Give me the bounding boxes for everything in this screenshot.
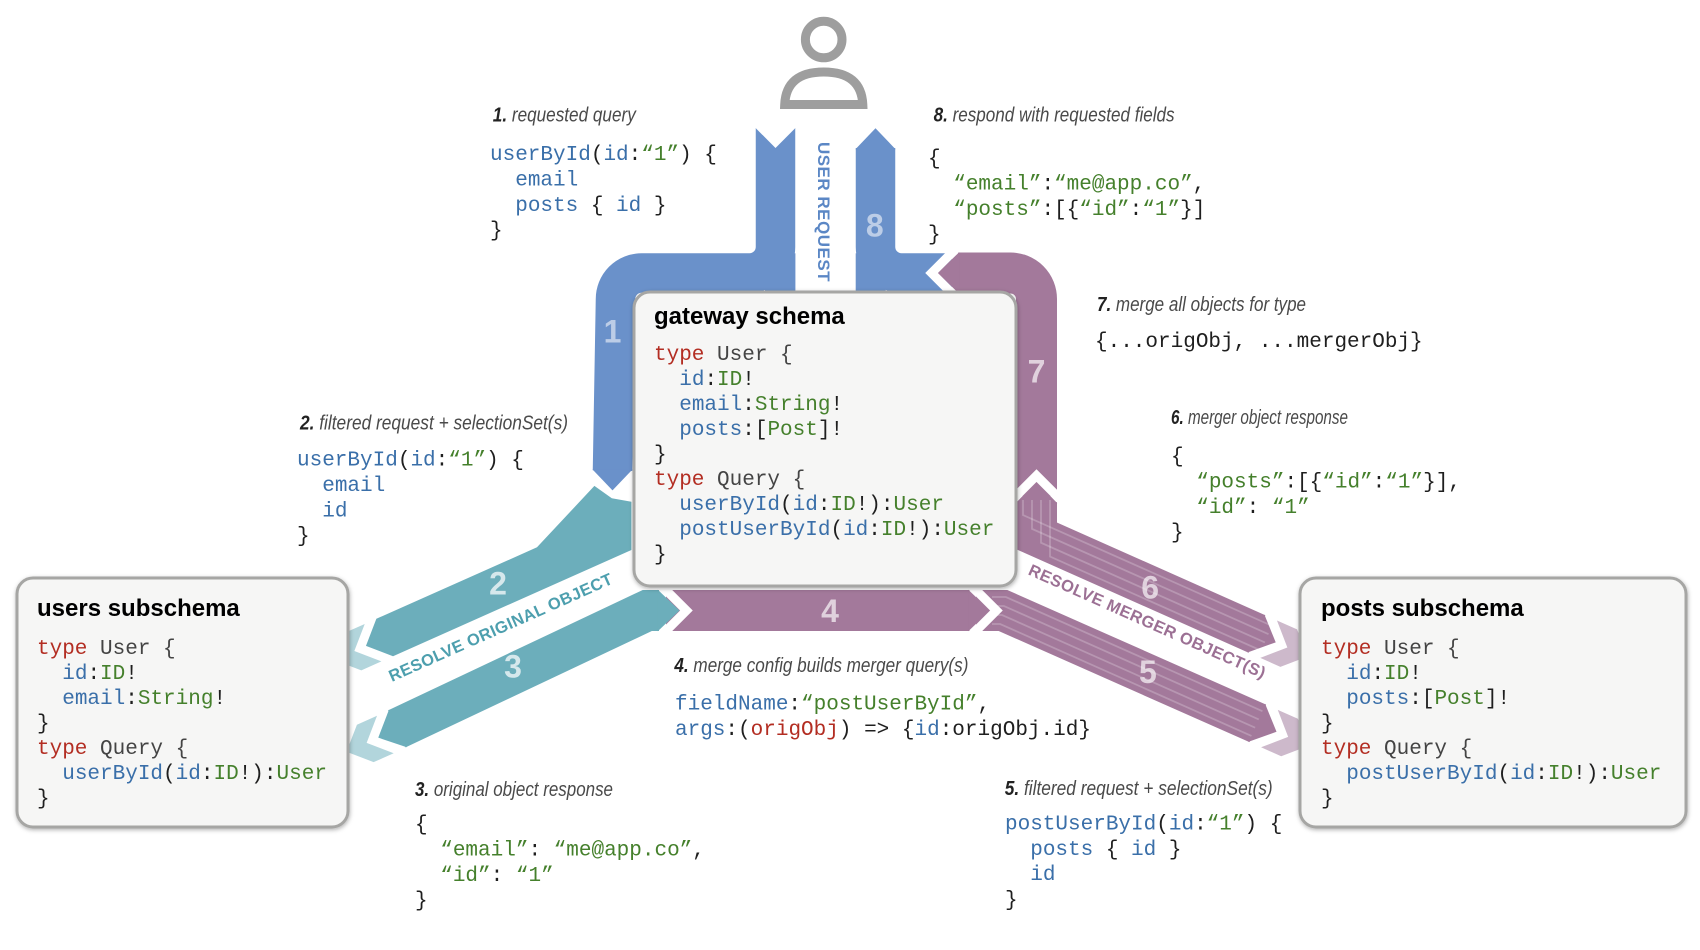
svg-text:args:(origObj) => {id:origObj.: args:(origObj) => {id:origObj.id} <box>675 719 1091 742</box>
svg-text:gateway schema: gateway schema <box>654 303 845 330</box>
svg-text:}: } <box>415 890 428 913</box>
svg-text:id:ID!: id:ID! <box>37 663 138 686</box>
svg-text:4: 4 <box>821 593 839 629</box>
svg-text:posts { id }: posts { id } <box>490 195 666 218</box>
svg-text:posts:[Post]!: posts:[Post]! <box>1321 688 1510 711</box>
svg-text:postUserById(id:ID!):User: postUserById(id:ID!):User <box>654 519 994 542</box>
svg-text:email:String!: email:String! <box>654 394 843 417</box>
svg-text:}: } <box>1321 788 1334 811</box>
svg-text:posts subschema: posts subschema <box>1321 595 1524 622</box>
svg-text:6. merger object response: 6. merger object response <box>1171 407 1348 429</box>
svg-text:id:ID!: id:ID! <box>654 369 755 392</box>
svg-text:{...origObj, ...mergerObj}: {...origObj, ...mergerObj} <box>1095 331 1423 354</box>
svg-text:5. filtered request + selectio: 5. filtered request + selectionSet(s) <box>1005 778 1273 800</box>
svg-text:8. respond with requested fiel: 8. respond with requested fields <box>934 105 1175 127</box>
svg-text:3: 3 <box>504 649 522 685</box>
svg-text:id: id <box>297 500 347 523</box>
svg-text:userById(id:“1”) {: userById(id:“1”) { <box>297 450 524 473</box>
svg-text:}: } <box>490 220 503 243</box>
svg-text:8: 8 <box>866 208 884 244</box>
svg-text:email: email <box>490 169 578 192</box>
svg-text:5: 5 <box>1139 654 1157 690</box>
svg-text:type User {: type User { <box>1321 638 1460 661</box>
svg-text:}: } <box>1171 522 1184 545</box>
svg-text:2. filtered request + selectio: 2. filtered request + selectionSet(s) <box>299 413 568 435</box>
svg-text:id: id <box>1005 864 1055 887</box>
svg-text:postUserById(id:ID!):User: postUserById(id:ID!):User <box>1321 763 1661 786</box>
svg-text:}: } <box>928 224 941 247</box>
svg-text:3. original object response: 3. original object response <box>415 779 613 801</box>
svg-text:userById(id:ID!):User: userById(id:ID!):User <box>654 494 944 517</box>
svg-text:type User {: type User { <box>654 344 793 367</box>
svg-text:users subschema: users subschema <box>37 595 240 622</box>
svg-text:{: { <box>1171 446 1184 469</box>
svg-text:}: } <box>1321 713 1334 736</box>
svg-text:}: } <box>654 544 667 567</box>
svg-text:}: } <box>297 526 310 549</box>
svg-text:type Query {: type Query { <box>37 738 188 761</box>
svg-text:postUserById(id:“1”) {: postUserById(id:“1”) { <box>1005 813 1282 836</box>
svg-text:email: email <box>297 475 385 498</box>
svg-text:posts:[Post]!: posts:[Post]! <box>654 419 843 442</box>
svg-text:USER REQUEST: USER REQUEST <box>814 142 833 282</box>
svg-text:type Query {: type Query { <box>654 469 805 492</box>
svg-text:{: { <box>928 148 941 171</box>
svg-text:posts { id }: posts { id } <box>1005 839 1181 862</box>
svg-text:}: } <box>654 444 667 467</box>
svg-text:6: 6 <box>1141 570 1159 606</box>
svg-text:userById(id:“1”) {: userById(id:“1”) { <box>490 144 717 167</box>
svg-text:“email”: “me@app.co”,: “email”: “me@app.co”, <box>415 839 705 862</box>
svg-text:7: 7 <box>1028 354 1046 390</box>
svg-text:“id”: “1”: “id”: “1” <box>415 865 554 888</box>
svg-text:7. merge all objects for type: 7. merge all objects for type <box>1097 294 1306 316</box>
svg-text:4. merge config builds merger: 4. merge config builds merger query(s) <box>674 655 969 677</box>
svg-text:fieldName:“postUserById”,: fieldName:“postUserById”, <box>675 694 990 717</box>
svg-text:“posts”:[{“id”:“1”}],: “posts”:[{“id”:“1”}], <box>1171 471 1461 494</box>
svg-text:}: } <box>37 713 50 736</box>
svg-text:userById(id:ID!):User: userById(id:ID!):User <box>37 763 327 786</box>
svg-text:email:String!: email:String! <box>37 688 226 711</box>
svg-text:id:ID!: id:ID! <box>1321 663 1422 686</box>
svg-text:type Query {: type Query { <box>1321 738 1472 761</box>
svg-text:}: } <box>37 788 50 811</box>
svg-text:“id”: “1”: “id”: “1” <box>1171 497 1310 520</box>
svg-text:type User {: type User { <box>37 638 176 661</box>
svg-text:“email”:“me@app.co”,: “email”:“me@app.co”, <box>928 173 1205 196</box>
svg-text:2: 2 <box>489 566 507 602</box>
svg-text:“posts”:[{“id”:“1”}]: “posts”:[{“id”:“1”}] <box>928 199 1205 222</box>
svg-text:{: { <box>415 814 428 837</box>
svg-text:1. requested query: 1. requested query <box>493 105 637 127</box>
svg-text:1: 1 <box>604 314 622 350</box>
svg-text:}: } <box>1005 890 1018 913</box>
